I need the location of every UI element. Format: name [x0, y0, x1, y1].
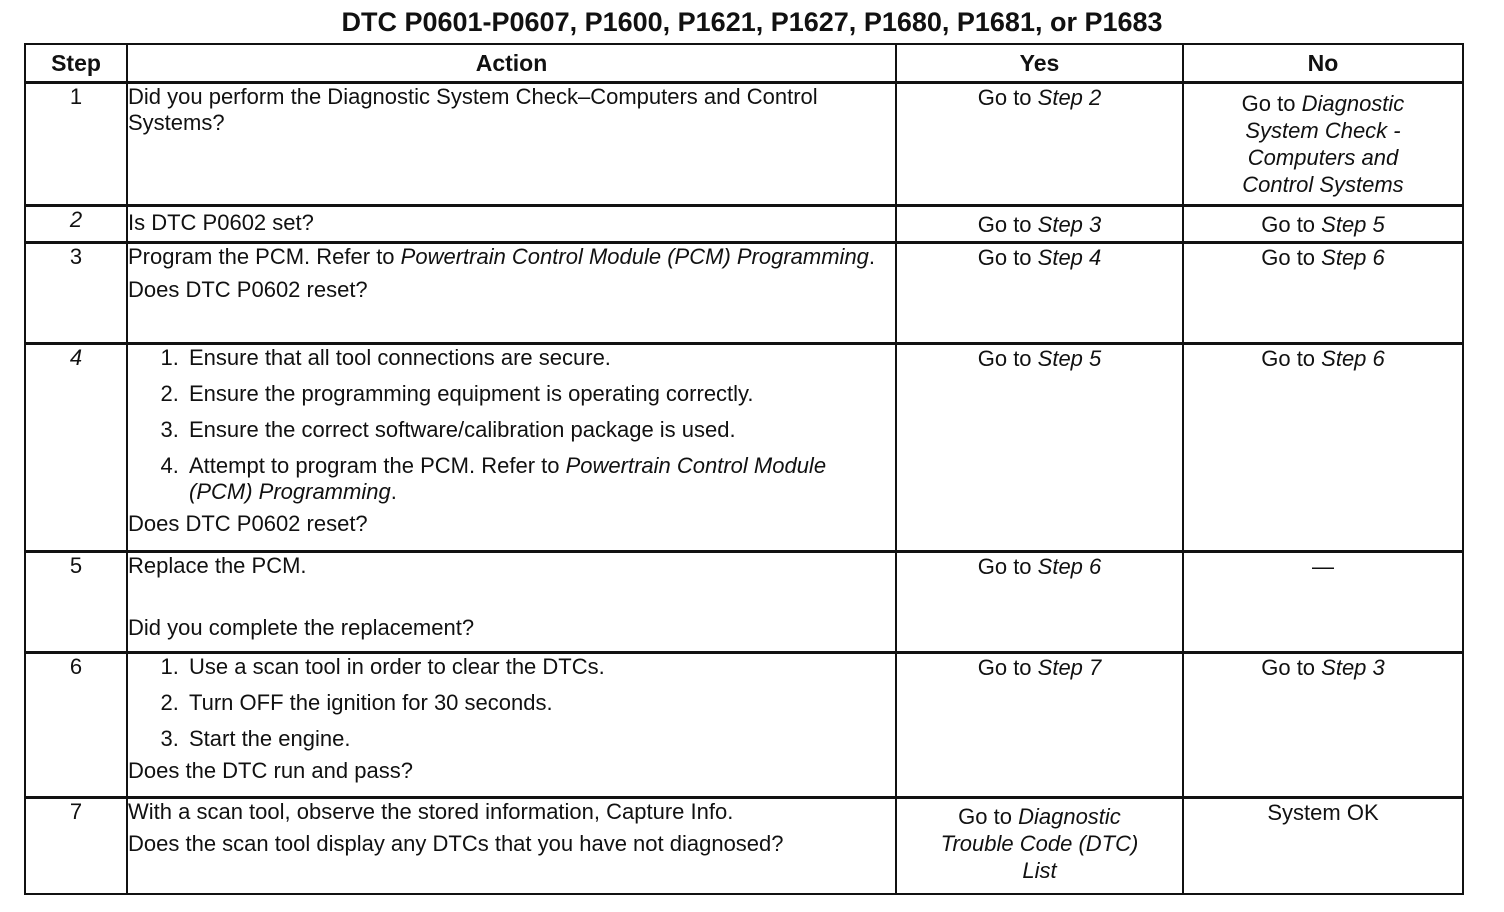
no-cell: Go to Step 3	[1182, 651, 1464, 799]
list-item: Ensure the correct software/calibration …	[185, 417, 895, 443]
list-item: Use a scan tool in order to clear the DT…	[185, 654, 895, 680]
no-cell: Go to Step 6	[1182, 241, 1464, 345]
action-cell: Ensure that all tool connections are sec…	[126, 342, 897, 553]
action-instruction: Replace the PCM.	[128, 553, 307, 578]
no-step-link[interactable]: Step 3	[1321, 655, 1385, 680]
table-row: 4 Ensure that all tool connections are s…	[24, 342, 1464, 553]
no-cell: Go to Step 5	[1182, 204, 1464, 244]
step-number: 5	[24, 550, 128, 654]
header-step: Step	[24, 43, 128, 84]
yes-step-link[interactable]: Step 5	[1037, 346, 1102, 371]
header-yes: Yes	[895, 43, 1184, 84]
action-cell: Is DTC P0602 set?	[126, 204, 897, 244]
no-step-link[interactable]: Step 6	[1321, 245, 1385, 270]
action-cell: Replace the PCM. Did you complete the re…	[126, 550, 897, 654]
action-list: Use a scan tool in order to clear the DT…	[128, 654, 895, 752]
header-row: Step Action Yes No	[24, 43, 1464, 84]
table-row: 5 Replace the PCM. Did you complete the …	[24, 550, 1464, 654]
step-number: 6	[24, 651, 128, 799]
action-cell: Program the PCM. Refer to Powertrain Con…	[126, 241, 897, 345]
no-prefix: Go to	[1261, 346, 1322, 371]
step-number: 7	[24, 796, 128, 895]
no-prefix: Go to	[1261, 211, 1322, 237]
no-step-link[interactable]: Step 5	[1321, 211, 1385, 237]
yes-step-link[interactable]: Step 2	[1037, 85, 1102, 110]
action-text: Is DTC P0602 set?	[128, 210, 314, 235]
list-item: Turn OFF the ignition for 30 seconds.	[185, 690, 895, 716]
list-item: Attempt to program the PCM. Refer to Pow…	[185, 453, 895, 505]
yes-cell: Go to Step 4	[895, 241, 1184, 345]
yes-prefix: Go to	[977, 245, 1038, 270]
table-row: 2 Is DTC P0602 set? Go to Step 3 Go to S…	[24, 204, 1464, 244]
action-text: Did you perform the Diagnostic System Ch…	[128, 84, 818, 135]
diagnostic-table: Step Action Yes No 1 Did you perform the…	[24, 43, 1464, 895]
yes-prefix: Go to	[977, 85, 1038, 110]
no-prefix: Go to	[1261, 655, 1322, 680]
no-cell: —	[1182, 550, 1464, 654]
action-question: Did you complete the replacement?	[128, 615, 475, 640]
action-question: Does the DTC run and pass?	[128, 758, 413, 783]
step-number: 3	[24, 241, 128, 345]
action-question: Does DTC P0602 reset?	[128, 511, 368, 536]
table-row: 7 With a scan tool, observe the stored i…	[24, 796, 1464, 895]
yes-step-link[interactable]: Step 7	[1037, 655, 1102, 680]
yes-cell: Go to Step 2	[895, 81, 1184, 207]
yes-prefix: Go to	[977, 655, 1038, 680]
yes-step-link[interactable]: Step 6	[1037, 554, 1102, 579]
no-cell: Go to Step 6	[1182, 342, 1464, 553]
action-cell: With a scan tool, observe the stored inf…	[126, 796, 897, 895]
table-row: 3 Program the PCM. Refer to Powertrain C…	[24, 241, 1464, 345]
table-row: 6 Use a scan tool in order to clear the …	[24, 651, 1464, 799]
no-step-link[interactable]: Diagnostic System Check - Computers and …	[1242, 91, 1405, 197]
step-number: 1	[24, 81, 128, 207]
yes-prefix: Go to	[977, 211, 1038, 237]
no-prefix: Go to	[1241, 91, 1302, 116]
yes-prefix: Go to	[977, 554, 1038, 579]
list-item: Ensure that all tool connections are sec…	[185, 345, 895, 371]
table-row: 1 Did you perform the Diagnostic System …	[24, 81, 1464, 207]
action-question: Does the scan tool display any DTCs that…	[128, 831, 784, 856]
header-no: No	[1182, 43, 1464, 84]
action-intro: Program the PCM. Refer to	[128, 244, 401, 269]
step-number: 4	[24, 342, 128, 553]
page-title: DTC P0601-P0607, P1600, P1621, P1627, P1…	[341, 7, 1163, 37]
system-ok-text: System OK	[1267, 800, 1379, 825]
header-action: Action	[126, 43, 897, 84]
dtc-list-link[interactable]: Diagnostic Trouble Code (DTC) List	[940, 804, 1139, 883]
action-instruction: Program the PCM. Refer to Powertrain Con…	[128, 244, 895, 270]
no-cell: System OK	[1182, 796, 1464, 895]
action-cell: Use a scan tool in order to clear the DT…	[126, 651, 897, 799]
yes-cell: Go to Diagnostic Trouble Code (DTC) List	[895, 796, 1184, 895]
no-cell: Go to Diagnostic System Check - Computer…	[1182, 81, 1464, 207]
pcm-programming-link[interactable]: Powertrain Control Module (PCM) Programm…	[189, 453, 827, 504]
list-item: Ensure the programming equipment is oper…	[185, 381, 895, 407]
not-applicable-dash: —	[1312, 554, 1334, 579]
yes-step-link[interactable]: Step 4	[1037, 245, 1102, 270]
yes-cell: Go to Step 3	[895, 204, 1184, 244]
action-end: .	[868, 244, 876, 269]
yes-cell: Go to Step 6	[895, 550, 1184, 654]
list-item-text: Attempt to program the PCM. Refer to	[189, 453, 566, 478]
yes-cell: Go to Step 7	[895, 651, 1184, 799]
no-prefix: Go to	[1261, 245, 1322, 270]
yes-prefix: Go to	[958, 804, 1019, 829]
action-question: Does DTC P0602 reset?	[128, 277, 368, 302]
pcm-programming-link[interactable]: Powertrain Control Module (PCM) Programm…	[400, 244, 869, 269]
list-item: Start the engine.	[185, 726, 895, 752]
action-instruction: With a scan tool, observe the stored inf…	[128, 799, 734, 824]
yes-prefix: Go to	[977, 346, 1038, 371]
action-cell: Did you perform the Diagnostic System Ch…	[126, 81, 897, 207]
no-step-link[interactable]: Step 6	[1321, 346, 1385, 371]
yes-cell: Go to Step 5	[895, 342, 1184, 553]
action-list: Ensure that all tool connections are sec…	[128, 345, 895, 505]
step-number: 2	[24, 204, 128, 244]
yes-step-link[interactable]: Step 3	[1037, 211, 1102, 237]
list-item-end: .	[390, 479, 397, 504]
